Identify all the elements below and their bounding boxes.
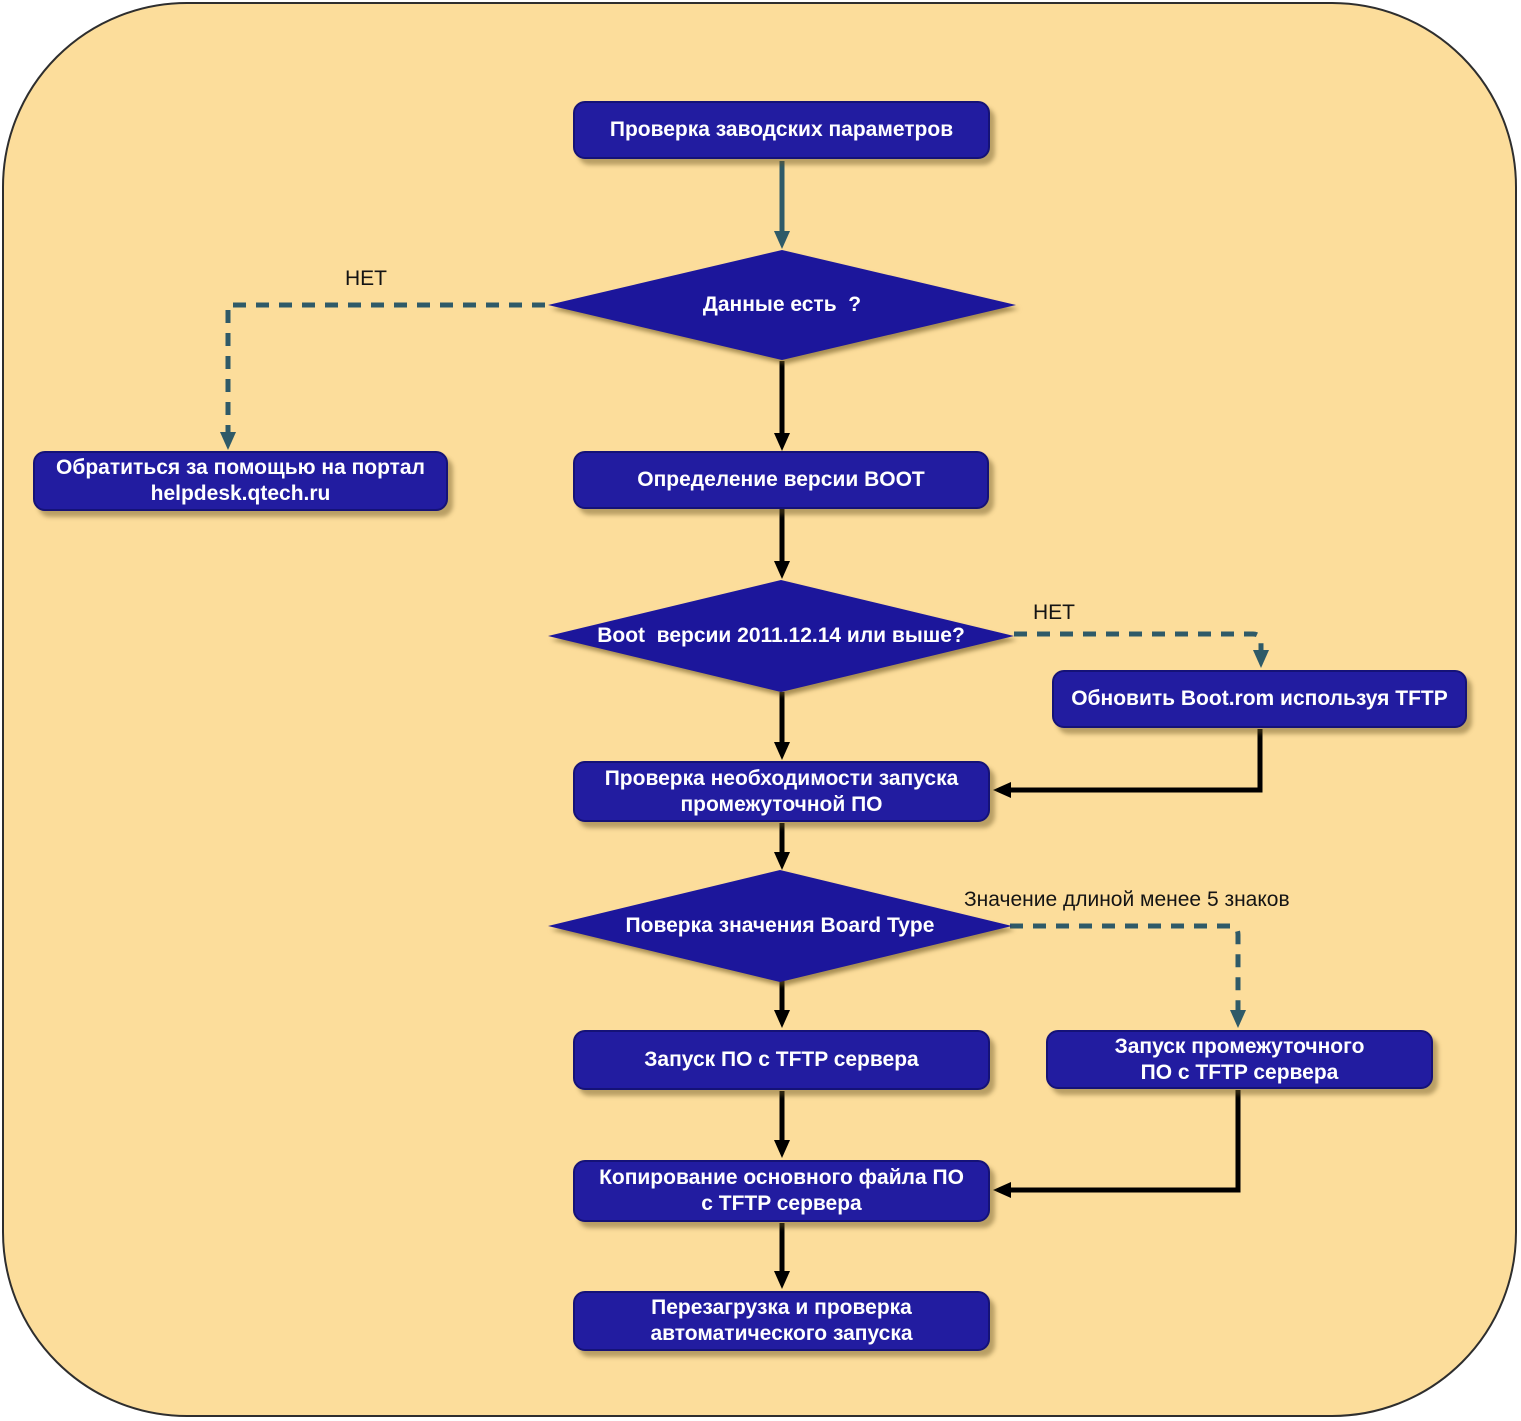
node-label: Запуск ПО с TFTP сервера: [644, 1048, 919, 1071]
node-label: промежуточной ПО: [680, 792, 883, 816]
node-label: Копирование основного файла ПО: [599, 1166, 964, 1189]
node-label: Проверка необходимости запуска: [604, 766, 959, 790]
connector-update-boot-to-check-need: [993, 729, 1263, 798]
node-label: автоматического запуска: [650, 1322, 913, 1345]
node-check-need: Проверка необходимости запуска промежуто…: [573, 761, 990, 822]
node-start: Проверка заводских параметров: [573, 101, 990, 159]
decision-data: Данные есть ?: [548, 250, 1016, 360]
node-label: с TFTP сервера: [701, 1192, 862, 1215]
node-label: Проверка заводских параметров: [609, 118, 954, 141]
node-update-boot: Обновить Boot.rom используя TFTP: [1052, 670, 1467, 728]
decision-boot-version: Boot версии 2011.12.14 или выше?: [548, 580, 1014, 692]
edge-label-board-length: Значение длиной менее 5 знаков: [964, 888, 1290, 911]
node-label: Обновить Boot.rom используя TFTP: [1071, 687, 1448, 710]
node-start-intermediate: Запуск промежуточного ПО с TFTP сервера: [1046, 1030, 1433, 1089]
node-copy-main: Копирование основного файла ПО с TFTP се…: [573, 1160, 990, 1222]
node-helpdesk: Обратиться за помощью на портал helpdesk…: [33, 451, 448, 511]
edge-label-no-boot: НЕТ: [1033, 601, 1075, 624]
node-label: helpdesk.qtech.ru: [150, 482, 331, 505]
node-label: Определение версии BOOT: [637, 468, 925, 491]
node-start-tftp: Запуск ПО с TFTP сервера: [573, 1030, 990, 1090]
node-label: Перезагрузка и проверка: [651, 1296, 912, 1319]
connector-start-intermediate-to-copy-main: [993, 1090, 1241, 1198]
decision-label: Данные есть ?: [702, 293, 862, 316]
node-boot-version: Определение версии BOOT: [573, 451, 989, 509]
connector-decision-board-to-start-intermediate: [1010, 923, 1246, 1028]
decision-label: Поверка значения Board Type: [625, 914, 935, 937]
connector-decision-data-no-to-helpdesk: [220, 302, 545, 450]
node-label: Обратиться за помощью на портал: [56, 456, 425, 479]
connector-decision-boot-no-to-update-boot: [1014, 631, 1269, 668]
node-label: ПО с TFTP сервера: [1140, 1060, 1339, 1084]
edge-label-no-data: НЕТ: [345, 267, 387, 290]
decision-label: Boot версии 2011.12.14 или выше?: [597, 624, 965, 647]
node-reboot: Перезагрузка и проверка автоматического …: [573, 1291, 990, 1351]
decision-board-type: Поверка значения Board Type: [548, 870, 1012, 982]
node-label: Запуск промежуточного: [1114, 1034, 1365, 1058]
